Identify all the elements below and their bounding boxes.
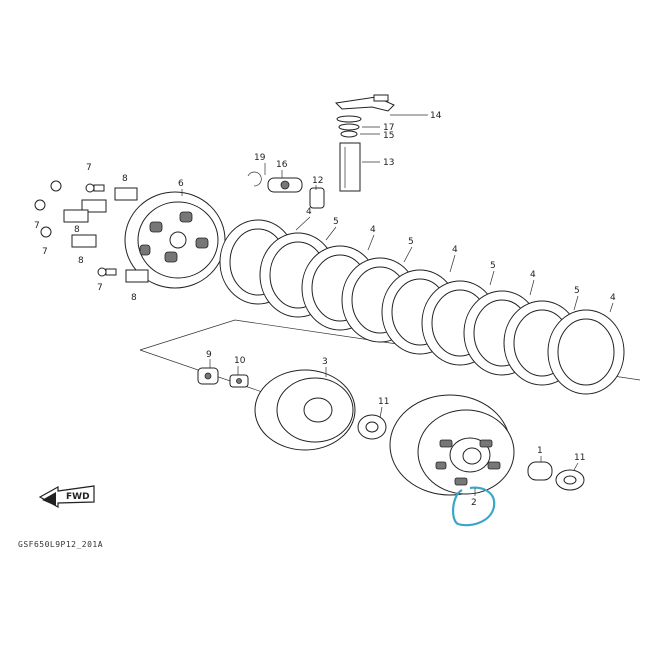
part-label: 5	[333, 217, 339, 227]
part-label: 11	[378, 397, 389, 407]
part-label: 13	[383, 158, 394, 168]
part-label: 8	[74, 225, 80, 235]
part-label: 9	[206, 350, 212, 360]
part-label: 4	[370, 225, 376, 235]
part-label: 2	[471, 498, 477, 508]
pressure-plate	[124, 191, 226, 289]
fwd-label: FWD	[66, 492, 90, 502]
fwd-arrow-icon: FWD	[38, 485, 95, 509]
part-label: 4	[452, 245, 458, 255]
release-arm	[334, 94, 395, 112]
nut	[197, 367, 219, 385]
part-label: 16	[276, 160, 288, 170]
part-label: 5	[408, 237, 414, 247]
primary-driven-gear	[389, 394, 515, 496]
part-label: 5	[490, 261, 496, 271]
part-label: 3	[322, 357, 328, 367]
highlight-circle	[452, 486, 496, 527]
part-label: 11	[574, 453, 585, 463]
diagram-code: GSF650L9P12_201A	[18, 540, 104, 549]
part-label: 7	[97, 283, 103, 293]
part-label: 14	[430, 111, 442, 121]
part-label: 10	[234, 356, 246, 366]
part-label: 7	[34, 221, 40, 231]
part-label: 8	[122, 174, 128, 184]
clutch-sleeve-hub	[254, 369, 356, 451]
part-label: 12	[312, 176, 323, 186]
part-labels: 14 17 15 13 19 16 12 6 7 8 7 8 7 8 7 8 4…	[34, 111, 616, 508]
push-piece	[309, 187, 325, 209]
part-label: 4	[610, 293, 616, 303]
part-label: 5	[574, 286, 580, 296]
bolt-spring-set	[34, 180, 149, 283]
washer	[229, 374, 249, 388]
spacer	[527, 461, 553, 481]
part-label: 17	[383, 123, 394, 133]
part-label: 8	[78, 256, 84, 266]
release-shaft	[336, 115, 362, 192]
part-label: 8	[131, 293, 137, 303]
part-label: 1	[537, 446, 543, 456]
part-label: 4	[530, 270, 536, 280]
clutch-plates	[219, 219, 625, 395]
part-label: 6	[178, 179, 184, 189]
part-label: 7	[42, 247, 48, 257]
part-label: 15	[383, 131, 394, 141]
part-label: 7	[86, 163, 92, 173]
bearing	[267, 177, 303, 193]
leader-lines	[181, 163, 614, 496]
circlip	[247, 171, 262, 187]
part-label: 4	[306, 207, 312, 217]
part-label: 19	[254, 153, 266, 163]
thrust-washer-lower	[555, 469, 585, 491]
thrust-washer	[357, 414, 387, 440]
